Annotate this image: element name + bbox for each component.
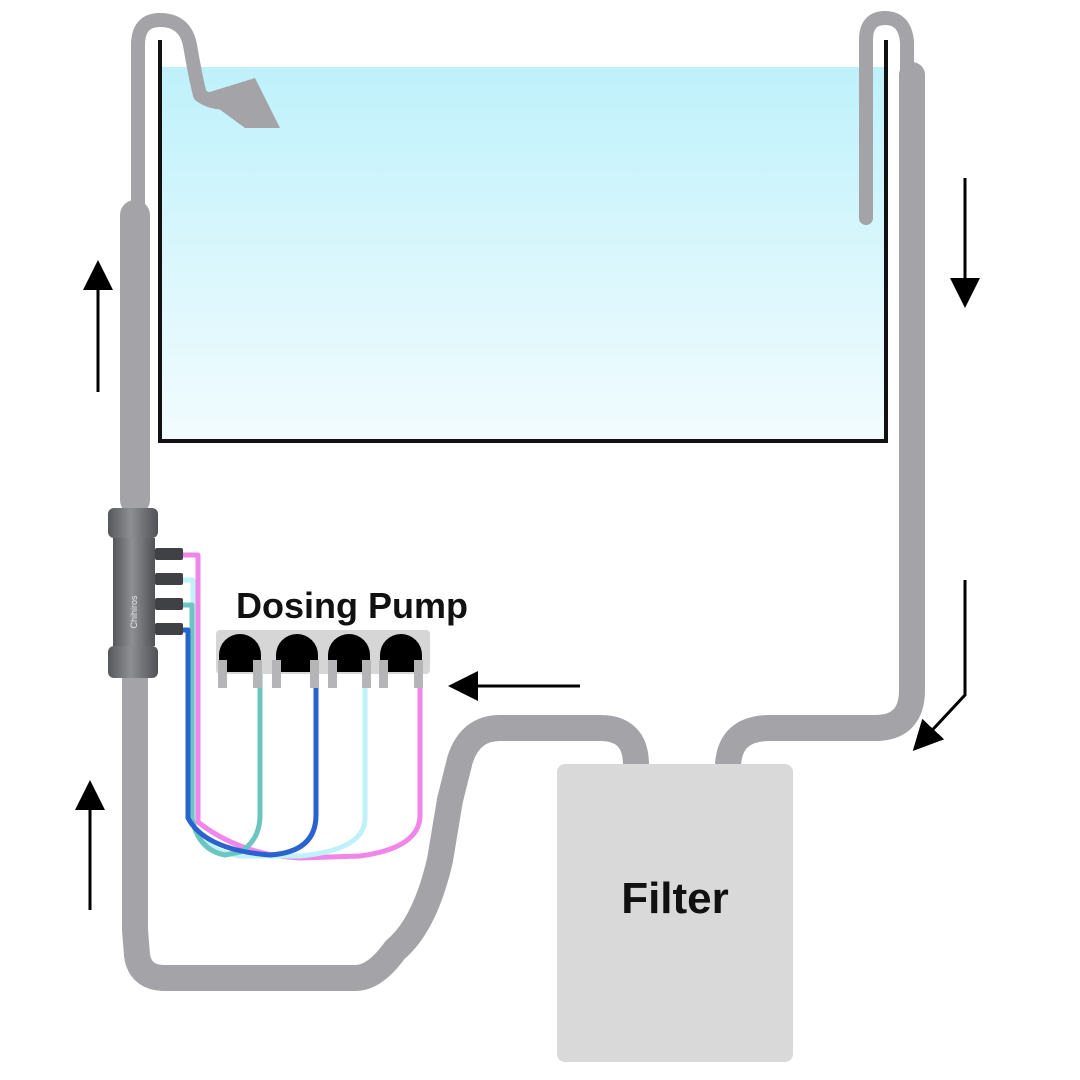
pump-ports xyxy=(218,660,423,688)
pump-head-icon xyxy=(380,634,422,672)
tank-water xyxy=(160,67,886,441)
flow-arrows xyxy=(75,178,980,910)
filter-box xyxy=(557,764,793,1062)
dosing-pump-body xyxy=(216,630,430,674)
return-outlet-nozzle xyxy=(200,78,280,128)
reactor-ports xyxy=(155,548,183,635)
drain-pipe xyxy=(715,11,925,778)
dosing-pump xyxy=(216,630,430,688)
dosing-tubes xyxy=(179,552,423,861)
pump-heads xyxy=(219,634,422,672)
pump-head-icon xyxy=(328,634,370,672)
inline-reactor: Chihiros xyxy=(108,508,183,678)
dosing-pump-label: Dosing Pump xyxy=(236,585,468,626)
filter-to-reactor-pipe xyxy=(122,657,649,991)
pump-head-icon xyxy=(219,634,261,672)
pump-head-icon xyxy=(276,634,318,672)
filter-label: Filter xyxy=(621,874,729,923)
arrow-icon xyxy=(912,580,967,751)
reactor-brand: Chihiros xyxy=(129,595,139,629)
tube-blue xyxy=(179,627,319,858)
tank-outline xyxy=(158,40,888,443)
